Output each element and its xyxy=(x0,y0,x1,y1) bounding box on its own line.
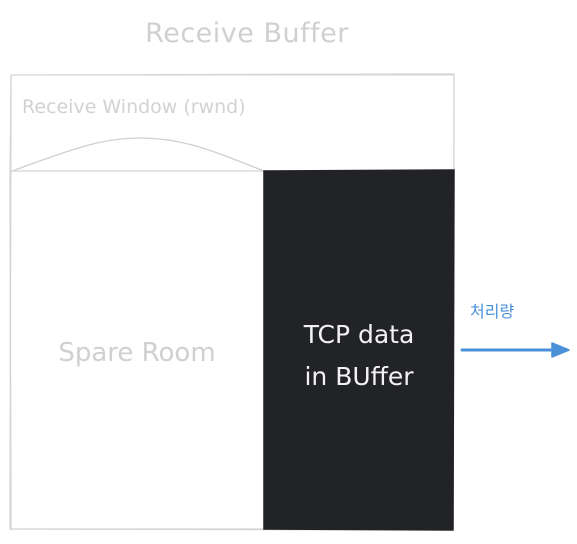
tcp-data-label-line2: in BUffer xyxy=(304,362,414,391)
receive-window-brace xyxy=(11,137,265,172)
throughput-arrow-head xyxy=(551,342,570,358)
tcp-data-label-line1: TCP data xyxy=(303,320,415,349)
throughput-arrow xyxy=(460,342,570,358)
receive-window-label: Receive Window (rwnd) xyxy=(22,96,246,118)
receive-window-box xyxy=(9,74,455,172)
spare-room-label: Spare Room xyxy=(58,338,216,368)
tcp-data-block xyxy=(263,169,455,531)
throughput-label: 처리량 xyxy=(470,302,515,321)
tcp-data-label: TCP data in BUffer xyxy=(264,314,454,398)
diagram-title: Receive Buffer xyxy=(145,18,349,49)
